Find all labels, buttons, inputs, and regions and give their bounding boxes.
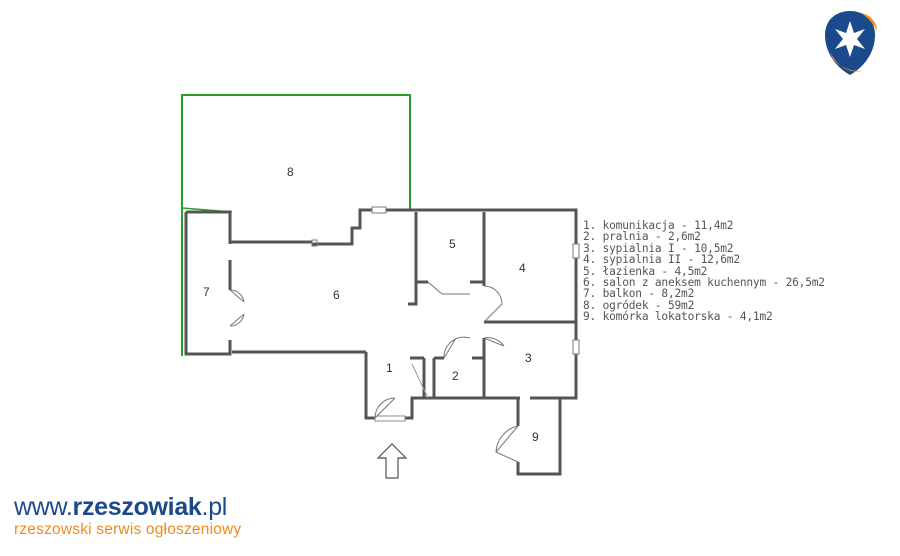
- brand-tagline: rzeszowski serwis ogłoszeniowy: [14, 521, 242, 538]
- entrance-arrow-shape: [376, 443, 408, 479]
- garden-boundary: [181, 94, 411, 210]
- room-label-8: 8: [287, 165, 294, 179]
- legend-item: 9. komórka lokatorska - 4,1m2: [583, 310, 773, 324]
- legend-item: 1. komunikacja - 11,4m2: [583, 219, 734, 232]
- legend-item: 5. łazienka - 4,5m2: [583, 264, 708, 278]
- room-label-9: 9: [532, 430, 539, 444]
- rzeszowiak-cross-logo: [825, 11, 877, 75]
- legend-item: 6. salon z aneksem kuchennym - 26,5m2: [583, 276, 825, 290]
- room-label-3: 3: [525, 351, 532, 365]
- brand-prefix: www.: [14, 493, 73, 521]
- brand-name: rzeszowiak: [72, 493, 202, 521]
- legend-item: 8. ogródek - 59m2: [583, 298, 695, 312]
- room-label-2: 2: [452, 369, 459, 383]
- legend-item: 7. balkon - 8,2m2: [583, 287, 695, 301]
- room-label-7: 7: [203, 285, 210, 299]
- legend-item: 2. pralnia - 2,6m2: [583, 230, 701, 244]
- windows: [311, 206, 580, 355]
- room-label-5: 5: [449, 237, 456, 251]
- room-label-1: 1: [386, 361, 393, 375]
- room-label-6: 6: [333, 288, 340, 302]
- brand-suffix: .pl: [201, 493, 228, 521]
- doors: [229, 281, 519, 463]
- room-label-4: 4: [519, 261, 526, 275]
- brand-footer: www.rzeszowiak.pl rzeszowski serwis ogło…: [14, 494, 241, 539]
- walls: [184, 208, 578, 476]
- legend-item: 4. sypialnia II - 12,6m2: [583, 253, 740, 267]
- brand-url[interactable]: www.rzeszowiak.pl: [14, 494, 241, 520]
- legend-item: 3. sypialnia I - 10,5m2: [583, 241, 734, 255]
- room-legend: 1. komunikacja - 11,4m2 2. pralnia - 2,6…: [583, 220, 825, 323]
